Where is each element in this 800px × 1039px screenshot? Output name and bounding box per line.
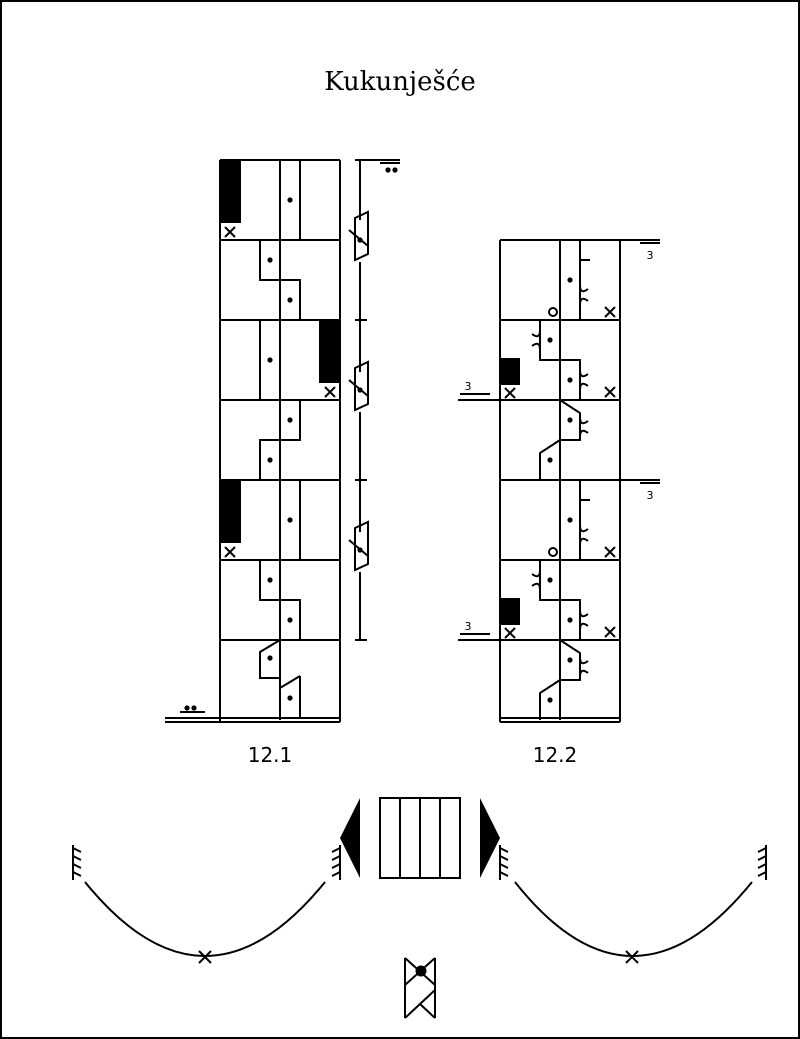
step-dot: [267, 577, 273, 583]
staff-12-2: [458, 239, 660, 723]
hook-icon: [579, 609, 589, 631]
right-wedge-icon: [480, 798, 500, 878]
repeat-mark: 3: [647, 489, 654, 502]
path-arc-left: [84, 881, 326, 957]
step-dot: [567, 377, 573, 383]
hook-icon: [579, 284, 589, 306]
step-dot: [357, 237, 363, 243]
x-mark-icon: [604, 386, 616, 398]
x-mark-icon: [324, 386, 336, 398]
gesture-block: [220, 480, 241, 543]
hook-icon: [531, 329, 541, 351]
mark: [259, 240, 301, 320]
performer-hook-icon: [72, 845, 82, 880]
turn-sign-icon: [354, 360, 369, 412]
x-mark-icon: [604, 626, 616, 638]
gesture-block: [500, 358, 520, 385]
step-dot: [547, 457, 553, 463]
repeat-mark: 3: [647, 249, 654, 262]
path-arc-right: [514, 881, 753, 957]
mark: [259, 560, 301, 640]
step-dot: [287, 197, 293, 203]
hook-icon: [579, 524, 589, 546]
step-dot: [567, 517, 573, 523]
repeat-mark: 3: [465, 380, 472, 393]
x-mark-icon: [198, 950, 639, 964]
hook-icon: [579, 416, 589, 438]
step-dot: [392, 167, 398, 173]
repeat-bar: [620, 239, 660, 244]
mark: [579, 480, 590, 560]
step-dot: [567, 417, 573, 423]
performer-hook-icon: [757, 845, 767, 880]
gesture-block: [220, 160, 241, 223]
turn-step: [259, 639, 301, 718]
end-line: [500, 717, 620, 723]
repeat-mark: 3: [465, 620, 472, 633]
end-line: [165, 717, 340, 723]
audience-symbol-icon: [404, 957, 436, 1019]
repeat-bar: [620, 479, 660, 484]
hook-icon: [579, 656, 589, 678]
hook-icon: [579, 369, 589, 391]
gesture-block: [319, 320, 340, 383]
turn-sign-icon: [354, 210, 369, 262]
step-dot: [287, 417, 293, 423]
step-dot: [567, 657, 573, 663]
step-dot: [567, 617, 573, 623]
step-dot: [267, 655, 273, 661]
hold-circle-icon: [548, 307, 558, 317]
x-mark-icon: [504, 387, 516, 399]
mark: [259, 400, 301, 480]
score-title: Kukunješće: [324, 67, 476, 97]
staff-label-12-1: 12.1: [248, 743, 293, 767]
step-dot: [357, 547, 363, 553]
step-dot: [184, 705, 190, 711]
left-wedge-icon: [340, 798, 360, 878]
x-mark-icon: [604, 546, 616, 558]
step-dot: [191, 705, 197, 711]
hook-icon: [531, 569, 541, 591]
step-dot: [357, 387, 363, 393]
step-dot: [267, 457, 273, 463]
step-dot: [547, 697, 553, 703]
x-mark-icon: [224, 546, 236, 558]
step-dot: [287, 517, 293, 523]
step-dot: [547, 577, 553, 583]
step-dot: [287, 617, 293, 623]
step-dot: [287, 297, 293, 303]
staff-lines: [219, 159, 341, 722]
turn-sign-icon: [354, 520, 369, 572]
performer-hook-icon: [331, 845, 341, 880]
x-mark-icon: [224, 226, 236, 238]
step-dot: [287, 695, 293, 701]
repeat-bar: [458, 633, 500, 641]
performer-hook-icon: [499, 845, 509, 880]
repeat-bar: [355, 159, 400, 164]
floor-plan: [72, 797, 767, 1019]
step-dot: [267, 357, 273, 363]
mark: [579, 240, 590, 320]
step-dot: [267, 257, 273, 263]
staff-12-1: [165, 159, 400, 723]
step-dot: [547, 337, 553, 343]
step-dot: [385, 167, 391, 173]
repeat-bar: [458, 393, 500, 401]
x-mark-icon: [504, 627, 516, 639]
gesture-block: [500, 598, 520, 625]
staff-label-12-2: 12.2: [533, 743, 578, 767]
step-dot: [567, 277, 573, 283]
hold-circle-icon: [548, 547, 558, 557]
x-mark-icon: [604, 306, 616, 318]
